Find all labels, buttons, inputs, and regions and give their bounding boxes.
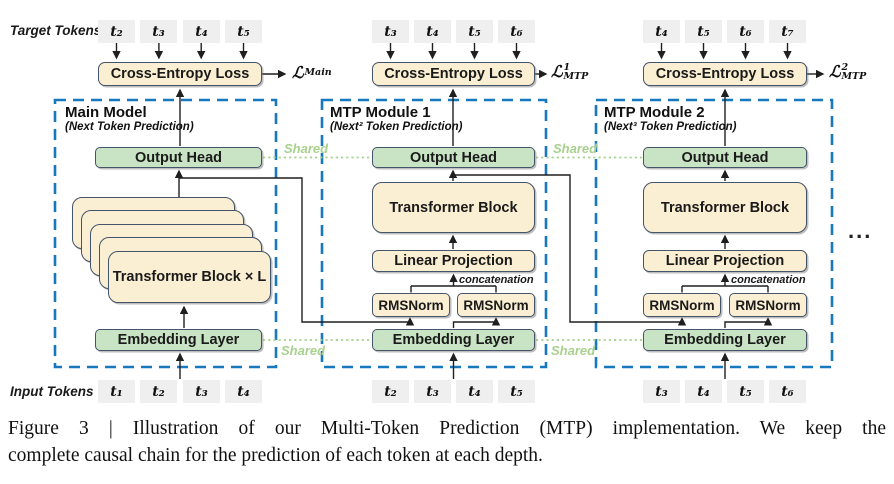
target-token: t₅ <box>685 20 722 43</box>
concatenation-label: concatenation <box>731 274 806 286</box>
target-token: t₂ <box>98 20 135 43</box>
transformer-block-box: Transformer Block <box>372 182 535 233</box>
target-token: t₇ <box>769 20 806 43</box>
shared-label: Shared <box>553 141 598 156</box>
loss-symbol: ℒ <box>292 63 304 82</box>
loss-symbol: ℒ <box>551 62 563 81</box>
target-token: t₆ <box>727 20 764 43</box>
target-token: t₃ <box>140 20 177 43</box>
input-token: t₄ <box>456 380 493 403</box>
input-token: t₄ <box>685 380 722 403</box>
target-token: t₅ <box>456 20 493 43</box>
loss-subscript: MTP <box>563 70 589 82</box>
output-head-box: Output Head <box>643 147 807 168</box>
input-token: t₃ <box>183 380 220 403</box>
module-title-mtp2: MTP Module 2 <box>604 104 705 121</box>
cross-entropy-loss-box: Cross-Entropy Loss <box>643 62 807 86</box>
loss-superscript: 1 <box>563 62 571 73</box>
loss-subscript: Main <box>304 67 332 79</box>
transformer-block-stack-front: Transformer Block × L <box>108 251 271 303</box>
input-token: t₂ <box>372 380 409 403</box>
shared-label: Shared <box>284 141 329 156</box>
loss-symbol: ℒ <box>829 62 841 81</box>
concatenation-label: concatenation <box>459 274 534 286</box>
input-token: t₃ <box>414 380 451 403</box>
figure-caption: Figure 3 | Illustration of our Multi-Tok… <box>8 415 886 469</box>
input-token: t₅ <box>727 380 764 403</box>
target-token: t₄ <box>183 20 220 43</box>
input-token: t₄ <box>225 380 262 403</box>
input-token: t₁ <box>98 380 135 403</box>
shared-label: Shared <box>551 343 596 358</box>
mtp-diagram: Target Tokens Input Tokens Main Model (N… <box>10 20 873 403</box>
target-token: t₅ <box>225 20 262 43</box>
loss-superscript: 2 <box>841 62 849 73</box>
embedding-layer-box: Embedding Layer <box>372 329 535 351</box>
module-title-main: Main Model <box>65 104 147 121</box>
output-head-box: Output Head <box>372 147 535 168</box>
input-token: t₂ <box>140 380 177 403</box>
module-title-mtp1: MTP Module 1 <box>330 104 431 121</box>
rmsnorm-box: RMSNorm <box>457 293 535 317</box>
target-token: t₄ <box>414 20 451 43</box>
rmsnorm-box: RMSNorm <box>729 293 807 317</box>
loss-subscript: MTP <box>841 70 867 82</box>
input-tokens-label: Input Tokens <box>10 384 94 399</box>
module-subtitle-mtp1: (Next² Token Prediction) <box>330 121 463 133</box>
embedding-layer-box: Embedding Layer <box>643 329 807 351</box>
caption-line-2: complete causal chain for the prediction… <box>8 445 543 466</box>
linear-projection-box: Linear Projection <box>643 250 807 272</box>
continuation-ellipsis: ... <box>848 218 873 243</box>
caption-line-1: Figure 3 | Illustration of our Multi-Tok… <box>8 418 886 439</box>
cross-entropy-loss-box: Cross-Entropy Loss <box>98 62 262 86</box>
shared-label: Shared <box>281 343 326 358</box>
module-subtitle-mtp2: (Next³ Token Prediction) <box>604 121 737 133</box>
rmsnorm-box: RMSNorm <box>643 293 721 317</box>
input-token: t₅ <box>498 380 535 403</box>
module-subtitle-main: (Next Token Prediction) <box>65 121 194 133</box>
input-token: t₃ <box>643 380 680 403</box>
target-token: t₄ <box>643 20 680 43</box>
target-tokens-label: Target Tokens <box>10 23 102 38</box>
rmsnorm-box: RMSNorm <box>372 293 450 317</box>
linear-projection-box: Linear Projection <box>372 250 535 272</box>
transformer-block-box: Transformer Block <box>643 182 807 233</box>
input-token: t₆ <box>769 380 806 403</box>
target-token: t₃ <box>372 20 409 43</box>
output-head-box: Output Head <box>95 147 262 168</box>
target-token: t₆ <box>498 20 535 43</box>
embedding-layer-box: Embedding Layer <box>95 329 262 351</box>
cross-entropy-loss-box: Cross-Entropy Loss <box>372 62 535 86</box>
